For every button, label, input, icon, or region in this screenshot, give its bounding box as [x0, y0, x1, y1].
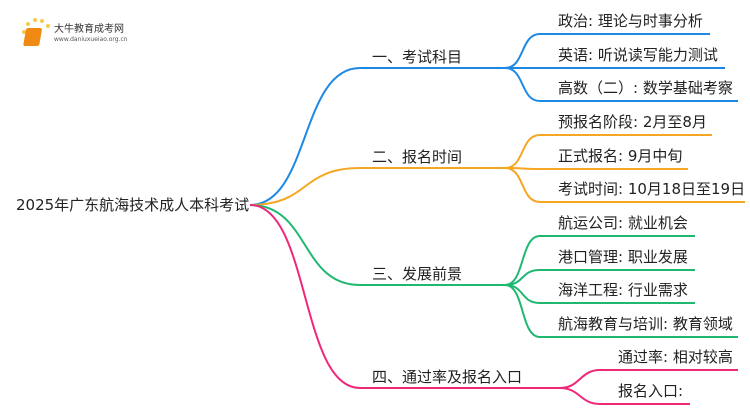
leaf-node[interactable]: 预报名阶段: 2月至8月: [558, 113, 707, 131]
leaf-connector: [504, 134, 712, 169]
book-logo-icon: [22, 18, 50, 46]
branch-node[interactable]: 三、发展前景: [372, 265, 463, 283]
leaf-node[interactable]: 政治: 理论与时事分析: [558, 12, 703, 30]
leaf-node[interactable]: 正式报名: 9月中旬: [558, 147, 683, 165]
leaf-node[interactable]: 英语: 听说读写能力测试: [558, 46, 718, 64]
leaf-connector: [559, 387, 690, 405]
leaf-node[interactable]: 报名入口:: [618, 382, 684, 400]
branch-node[interactable]: 四、通过率及报名入口: [372, 368, 523, 386]
logo-name: 大牛教育成考网: [54, 24, 124, 35]
leaf-connector: [504, 269, 695, 286]
leaf-connector: [504, 284, 738, 338]
leaf-node[interactable]: 通过率: 相对较高: [618, 348, 733, 366]
leaf-connector: [504, 167, 745, 203]
leaf-connector: [559, 369, 738, 389]
branch-connector: [249, 204, 560, 389]
leaf-node[interactable]: 高数（二）: 数学基础考察: [558, 79, 733, 97]
branch-node[interactable]: 二、报名时间: [372, 148, 463, 166]
leaf-connector: [504, 235, 695, 286]
leaf-connector: [504, 33, 710, 69]
leaf-node[interactable]: 航运公司: 就业机会: [558, 214, 688, 232]
leaf-node[interactable]: 考试时间: 10月18日至19日: [558, 180, 746, 198]
branch-node[interactable]: 一、考试科目: [372, 48, 463, 66]
root-node[interactable]: 2025年广东航海技术成人本科考试: [16, 196, 250, 214]
branch-connector: [249, 204, 505, 286]
branch-connector: [249, 67, 505, 206]
leaf-connector: [504, 67, 738, 102]
leaf-node[interactable]: 海洋工程: 行业需求: [558, 281, 688, 299]
logo-url: www.daniuxueiao.org.cn: [54, 36, 128, 43]
leaf-connector: [504, 167, 688, 170]
leaf-node[interactable]: 航海教育与培训: 教育领域: [558, 315, 733, 333]
leaf-node[interactable]: 港口管理: 职业发展: [558, 248, 688, 266]
branch-connector: [249, 167, 505, 206]
